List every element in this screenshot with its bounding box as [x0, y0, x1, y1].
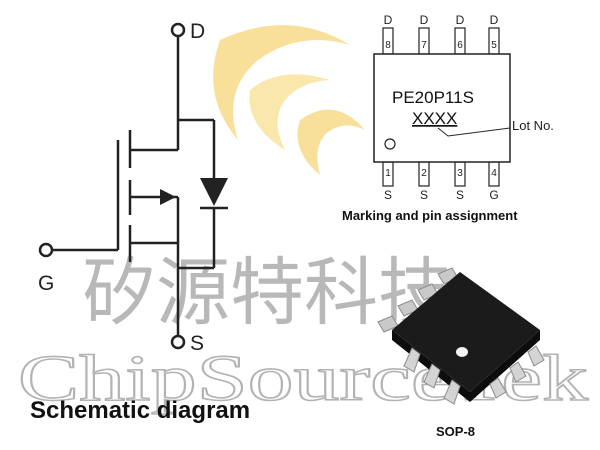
lead-lower-5: [509, 361, 527, 383]
body-arrow-icon: [160, 189, 176, 205]
mosfet-schematic: [38, 22, 228, 350]
logo-arc-inner: [249, 74, 330, 150]
chip-body-top: [392, 272, 540, 392]
bottom-pin-number: 3: [457, 168, 463, 179]
chipsourcetek-logo: [213, 25, 365, 175]
lead-lower-4: [489, 377, 507, 399]
bottom-pins: 1S 2S 3S 4G: [382, 161, 500, 202]
sop8-package-image: SOP-8: [377, 267, 545, 439]
lead-lower-6: [527, 345, 545, 367]
bottom-pin-letter: S: [420, 188, 428, 202]
source-terminal-circle: [170, 334, 186, 350]
logo-arc-outer: [213, 25, 350, 140]
top-pins: 8 D 7 D 6 D 5 D: [382, 13, 500, 55]
bottom-pin-number: 2: [421, 168, 427, 179]
gate-terminal-circle: [38, 242, 54, 258]
schematic-caption: Schematic diagram: [30, 397, 250, 424]
lead-lower-2: [423, 363, 441, 389]
lot-label: Lot No.: [512, 118, 554, 133]
lead-lower-1: [403, 347, 421, 373]
drain-terminal-circle: [170, 22, 186, 38]
terminal-label-d: D: [190, 20, 205, 43]
bottom-pin-number: 4: [491, 168, 497, 179]
top-pin-number: 6: [457, 40, 463, 51]
bottom-pin-number: 1: [385, 168, 391, 179]
terminal-label-g: G: [38, 272, 54, 295]
top-pin-letter: D: [420, 13, 429, 27]
package-outline: [373, 53, 511, 163]
marking-caption: Marking and pin assignment: [342, 208, 518, 223]
bottom-pin-letter: S: [384, 188, 392, 202]
chip-pin1-dot: [456, 347, 468, 357]
bottom-pin-letter: S: [456, 188, 464, 202]
top-pin-number: 8: [385, 40, 391, 51]
top-pin-number: 7: [421, 40, 427, 51]
top-pin-letter: D: [490, 13, 499, 27]
terminal-label-s: S: [190, 332, 204, 355]
logo-swoosh: [297, 109, 365, 175]
pin1-marker: [384, 138, 396, 150]
top-pin-letter: D: [384, 13, 393, 27]
bottom-pin-letter: G: [489, 188, 498, 202]
lot-code: XXXX: [412, 109, 457, 128]
chip-body-side: [392, 330, 540, 402]
part-number: PE20P11S: [392, 88, 474, 107]
top-pin-number: 5: [491, 40, 497, 51]
package-caption: SOP-8: [436, 424, 475, 439]
diode-triangle-icon: [200, 178, 228, 206]
lot-leader-line: [437, 127, 511, 137]
lead-lower-3: [443, 379, 461, 405]
top-pin-letter: D: [456, 13, 465, 27]
